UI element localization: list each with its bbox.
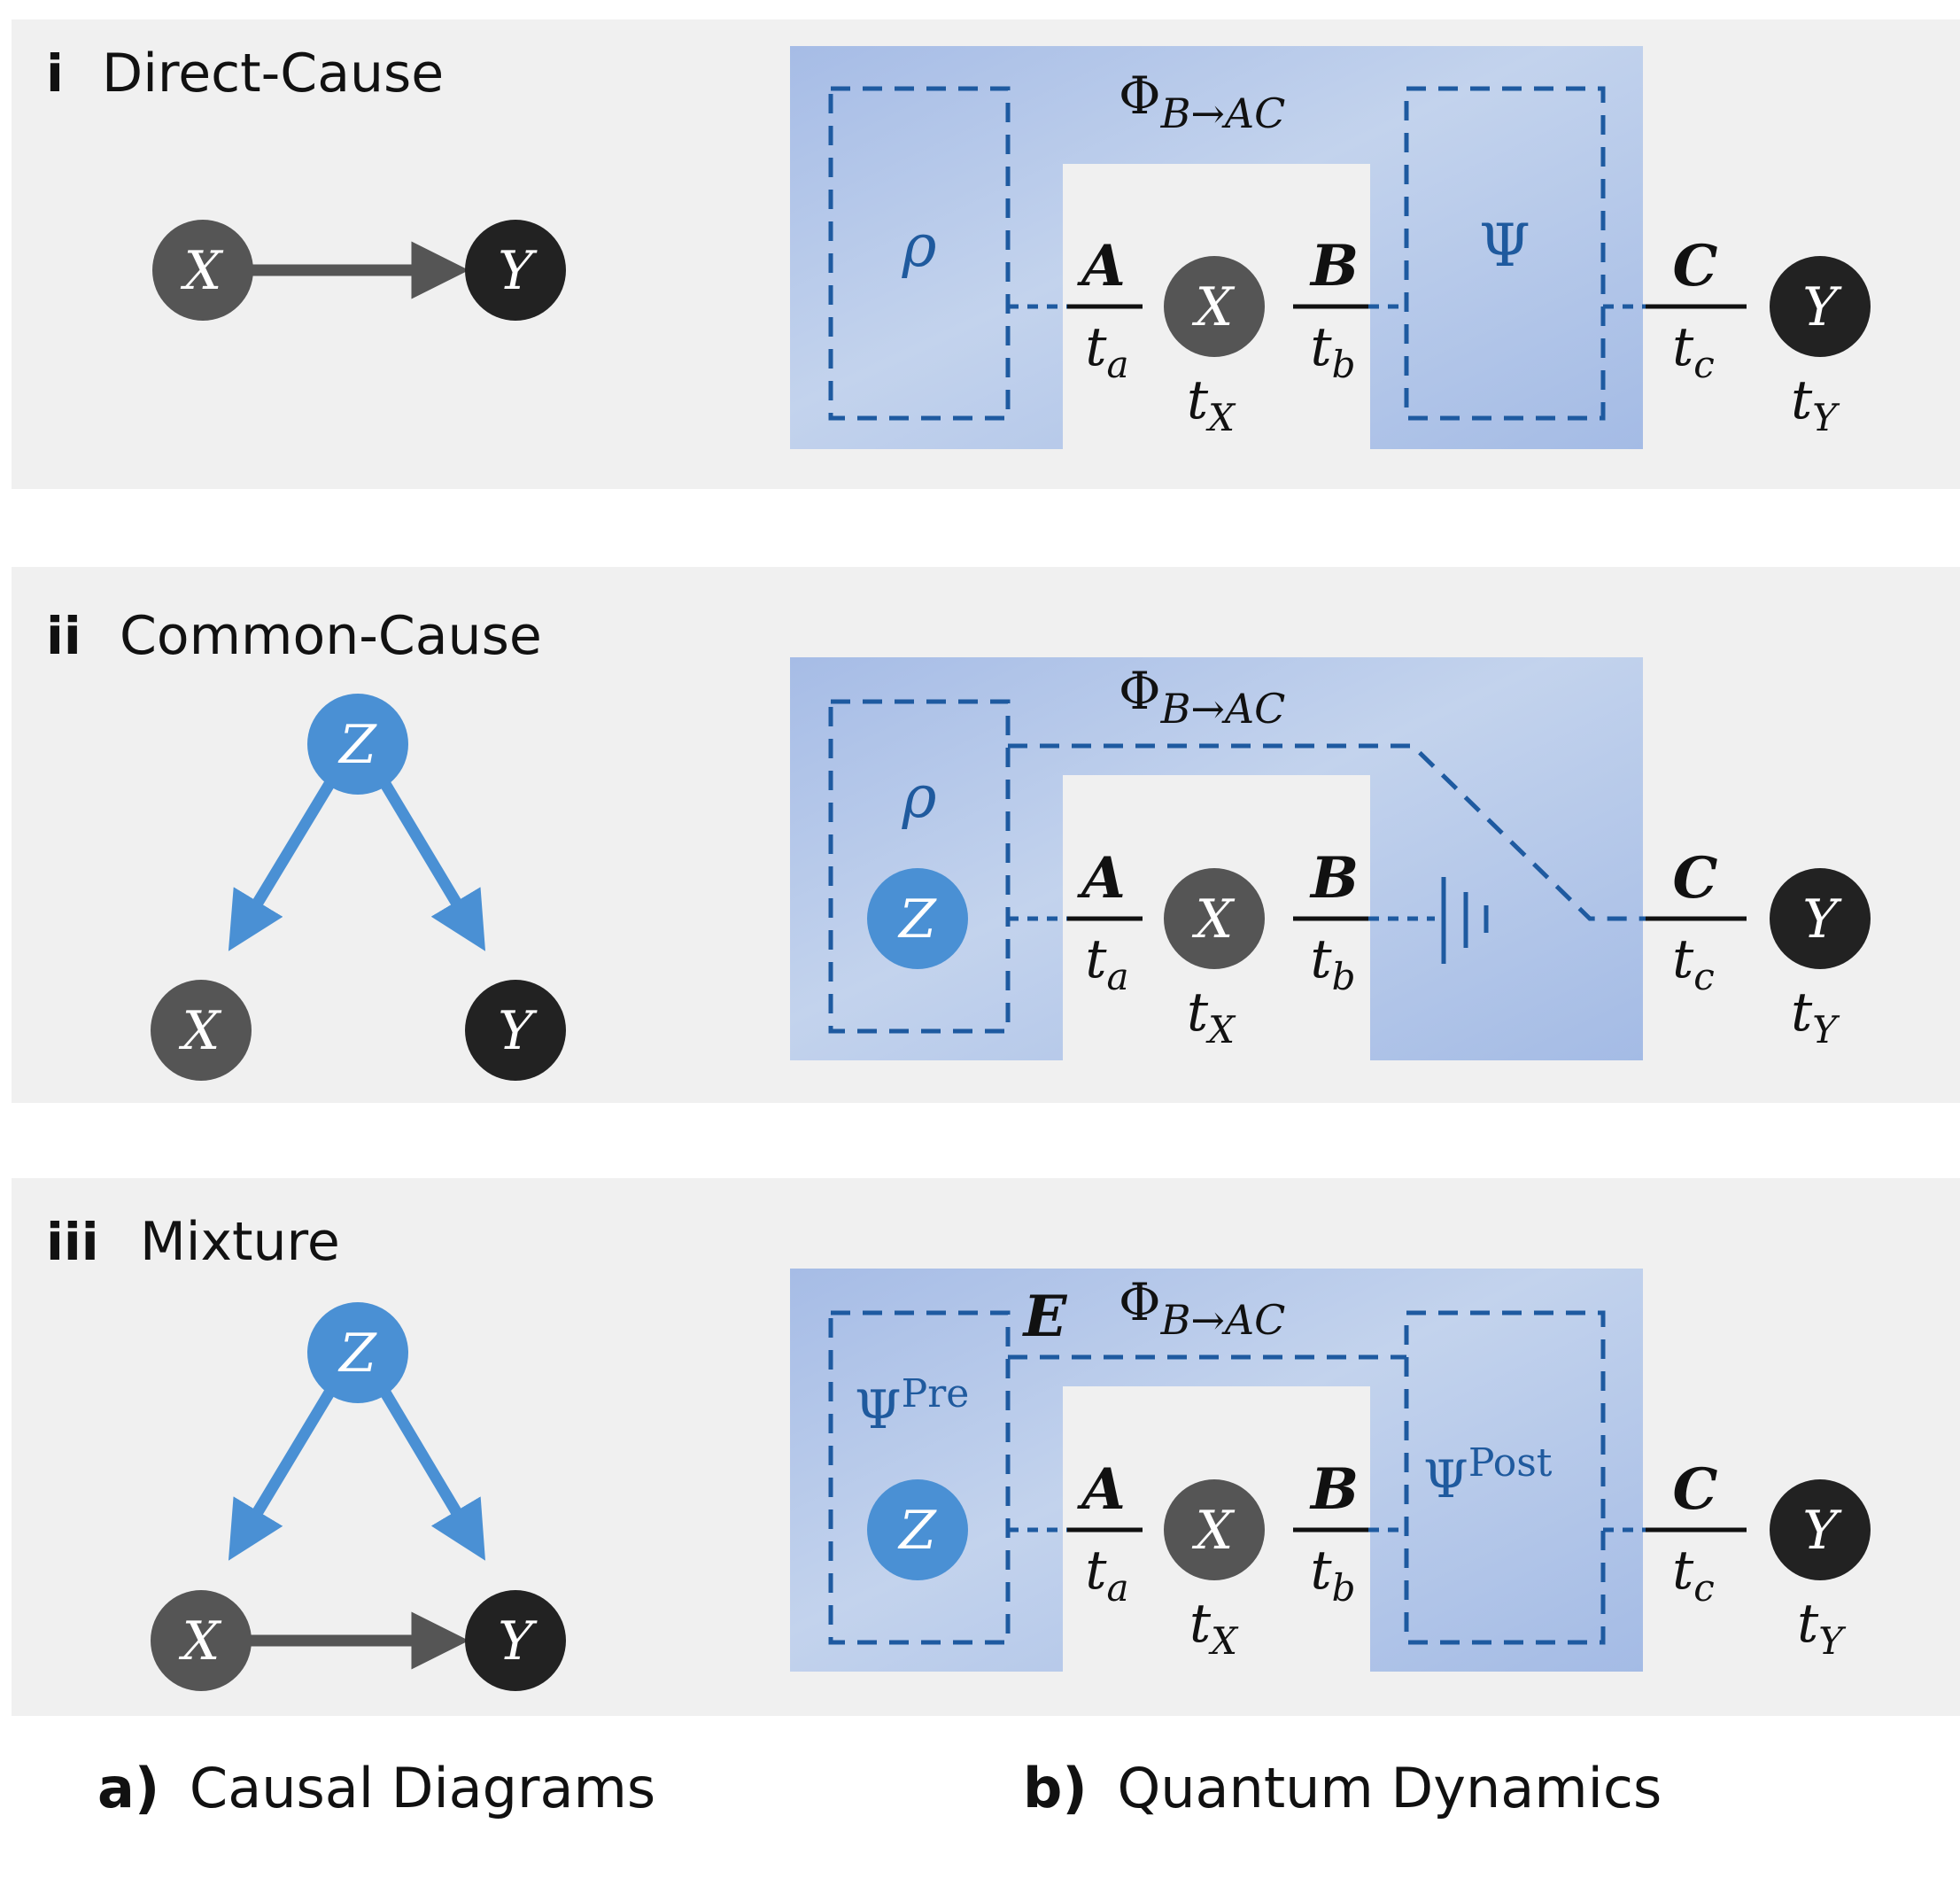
row-numeral: iii — [46, 1212, 99, 1272]
wire-a-label: A — [1077, 1456, 1126, 1523]
node-y-label: Y — [498, 240, 538, 302]
right-box-dashed — [1404, 1310, 1606, 1645]
time-b-label: tb — [1310, 1540, 1355, 1610]
right-box-label: Ψ — [1479, 212, 1530, 280]
channel-label: ΦB→AC — [1119, 66, 1285, 137]
channel-label: ΦB→AC — [1119, 661, 1285, 733]
left-box-dashed — [828, 1310, 1011, 1645]
node-z-label: Z — [337, 1323, 377, 1385]
time-c-label: tc — [1672, 1540, 1715, 1610]
row-title: Common-Cause — [120, 605, 542, 667]
time-x-label: tX — [1187, 982, 1236, 1052]
node-y — [1770, 1479, 1871, 1580]
node-z-label: Z — [897, 1500, 937, 1562]
node-x — [151, 1590, 252, 1691]
node-z — [307, 694, 408, 795]
wire-c-label: C — [1673, 1456, 1718, 1523]
row-mixture: iii Mixture Z X Y E ΦB→AC ΨPre Z ΨPost A… — [12, 1178, 1960, 1716]
caption-a-text: Causal Diagrams — [190, 1756, 655, 1820]
arrow-z-to-x — [228, 1385, 337, 1561]
time-y-label: tY — [1797, 1593, 1847, 1663]
time-b-label: tb — [1310, 316, 1355, 386]
node-y — [465, 980, 566, 1081]
wire-b-label: B — [1309, 233, 1359, 299]
row-numeral: ii — [46, 606, 81, 666]
caption-b-text: Quantum Dynamics — [1117, 1756, 1662, 1820]
node-z — [307, 1302, 408, 1403]
right-box-label: ΨPost — [1423, 1440, 1553, 1509]
left-box-label: ρ — [902, 763, 937, 831]
node-z — [867, 1479, 968, 1580]
time-x-label: tX — [1189, 1593, 1239, 1663]
channel-label: ΦB→AC — [1119, 1272, 1285, 1344]
wire-c-label: C — [1673, 845, 1718, 912]
node-y — [1770, 868, 1871, 969]
node-x-label: X — [179, 1000, 222, 1062]
caption-causal-diagrams: a) Causal Diagrams — [97, 1756, 655, 1820]
time-y-label: tY — [1791, 369, 1840, 439]
wire-a-label: A — [1077, 845, 1126, 912]
node-y — [465, 220, 566, 321]
node-z-label: Z — [337, 714, 377, 776]
left-box-label: ΨPre — [855, 1371, 969, 1441]
node-x-label: X — [181, 240, 224, 302]
wire-b-label: B — [1309, 845, 1359, 912]
node-x — [151, 980, 252, 1081]
row-common-cause: ii Common-Cause Z X Y ΦB→AC ρ Z A — [12, 567, 1960, 1103]
time-a-label: ta — [1085, 1540, 1128, 1610]
row-title: Direct-Cause — [102, 43, 444, 105]
node-y — [1770, 256, 1871, 357]
caption-a-letter: a) — [97, 1756, 159, 1820]
node-y-label: Y — [498, 1610, 538, 1672]
wire-c-label: C — [1673, 233, 1718, 299]
node-y-label: Y — [1802, 1500, 1842, 1562]
arrow-z-to-x — [228, 776, 337, 951]
node-y-label: Y — [1802, 276, 1842, 338]
node-x — [1164, 1479, 1265, 1580]
channel-box — [790, 1269, 1643, 1672]
left-box-label: ρ — [902, 212, 937, 280]
wire-b-label: B — [1309, 1456, 1359, 1523]
svg-text:a) Causal Diagrams: a) Causal Diagrams — [97, 1756, 655, 1820]
dash-path-to-c — [1008, 743, 1646, 921]
node-x — [1164, 868, 1265, 969]
time-x-label: tX — [1187, 369, 1236, 439]
right-box-dashed — [1404, 86, 1606, 421]
node-y — [465, 1590, 566, 1691]
time-b-label: tb — [1310, 928, 1355, 998]
channel-box — [790, 657, 1643, 1060]
node-x-label: X — [1192, 276, 1236, 338]
node-z — [867, 868, 968, 969]
node-x-label: X — [1192, 889, 1236, 951]
left-box-dashed — [828, 699, 1011, 1034]
row-title: Mixture — [140, 1211, 340, 1273]
caption-quantum-dynamics: b) Quantum Dynamics — [1023, 1756, 1662, 1820]
node-x — [1164, 256, 1265, 357]
ground-icon — [1441, 877, 1489, 964]
svg-text:b) Quantum Dynamics: b) Quantum Dynamics — [1023, 1756, 1662, 1820]
node-x — [152, 220, 253, 321]
channel-box — [790, 46, 1643, 449]
time-y-label: tY — [1791, 982, 1840, 1052]
node-x-label: X — [1192, 1500, 1236, 1562]
caption-b-letter: b) — [1023, 1756, 1088, 1820]
node-x-label: X — [179, 1610, 222, 1672]
row-direct-cause: i Direct-Cause X Y ΦB→AC ρ Ψ A ta X tX B… — [12, 19, 1960, 489]
node-y-label: Y — [498, 1000, 538, 1062]
row-numeral: i — [46, 43, 64, 104]
time-a-label: ta — [1085, 928, 1128, 998]
left-box-dashed — [828, 86, 1011, 421]
wire-a-label: A — [1077, 233, 1126, 299]
node-z-label: Z — [897, 889, 937, 951]
node-y-label: Y — [1802, 889, 1842, 951]
time-c-label: tc — [1672, 928, 1715, 998]
arrow-z-to-y — [377, 1385, 485, 1561]
time-a-label: ta — [1085, 316, 1128, 386]
arrow-z-to-y — [377, 776, 486, 951]
time-c-label: tc — [1672, 316, 1715, 386]
env-label: E — [1022, 1284, 1068, 1350]
